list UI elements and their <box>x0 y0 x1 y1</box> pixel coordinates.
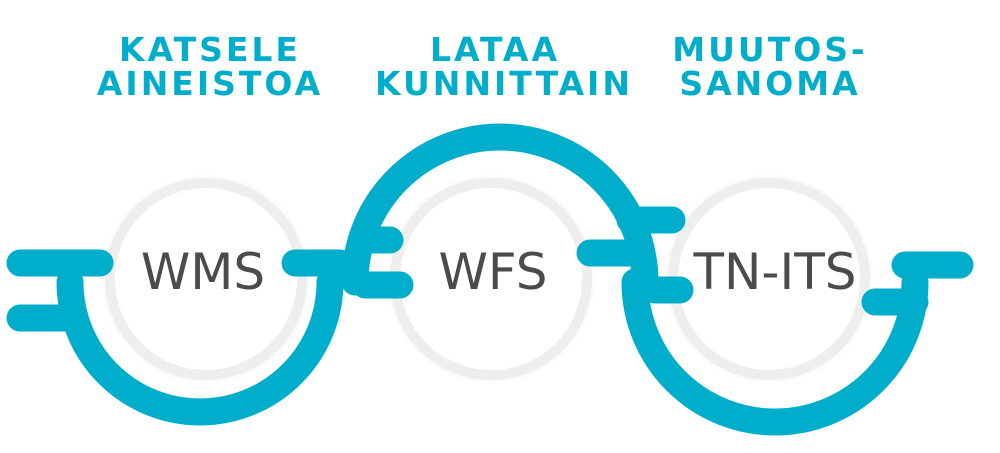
title-lataa-kunnittain: LATAA KUNNITTAIN <box>375 30 633 103</box>
title-line: KATSELE <box>119 30 301 69</box>
service-label-wfs: WFS <box>438 243 548 301</box>
service-label-wms: WMS <box>140 243 266 301</box>
wave-arc-right <box>621 268 929 436</box>
service-circle-wms <box>105 178 307 380</box>
wave-arc-left <box>56 268 344 426</box>
service-label-tn-its: TN-ITS <box>693 243 857 301</box>
title-line: AINEISTOA <box>96 64 324 103</box>
title-line: SANOMA <box>679 64 861 103</box>
title-muutossanoma: MUUTOS- SANOMA <box>650 33 890 101</box>
title-line: MUUTOS- <box>672 30 868 69</box>
service-circle-tn-its <box>668 178 870 380</box>
title-line: KUNNITTAIN <box>375 64 633 103</box>
title-line: LATAA <box>429 30 561 69</box>
title-katsele-aineistoa: KATSELE AINEISTOA <box>90 33 330 101</box>
